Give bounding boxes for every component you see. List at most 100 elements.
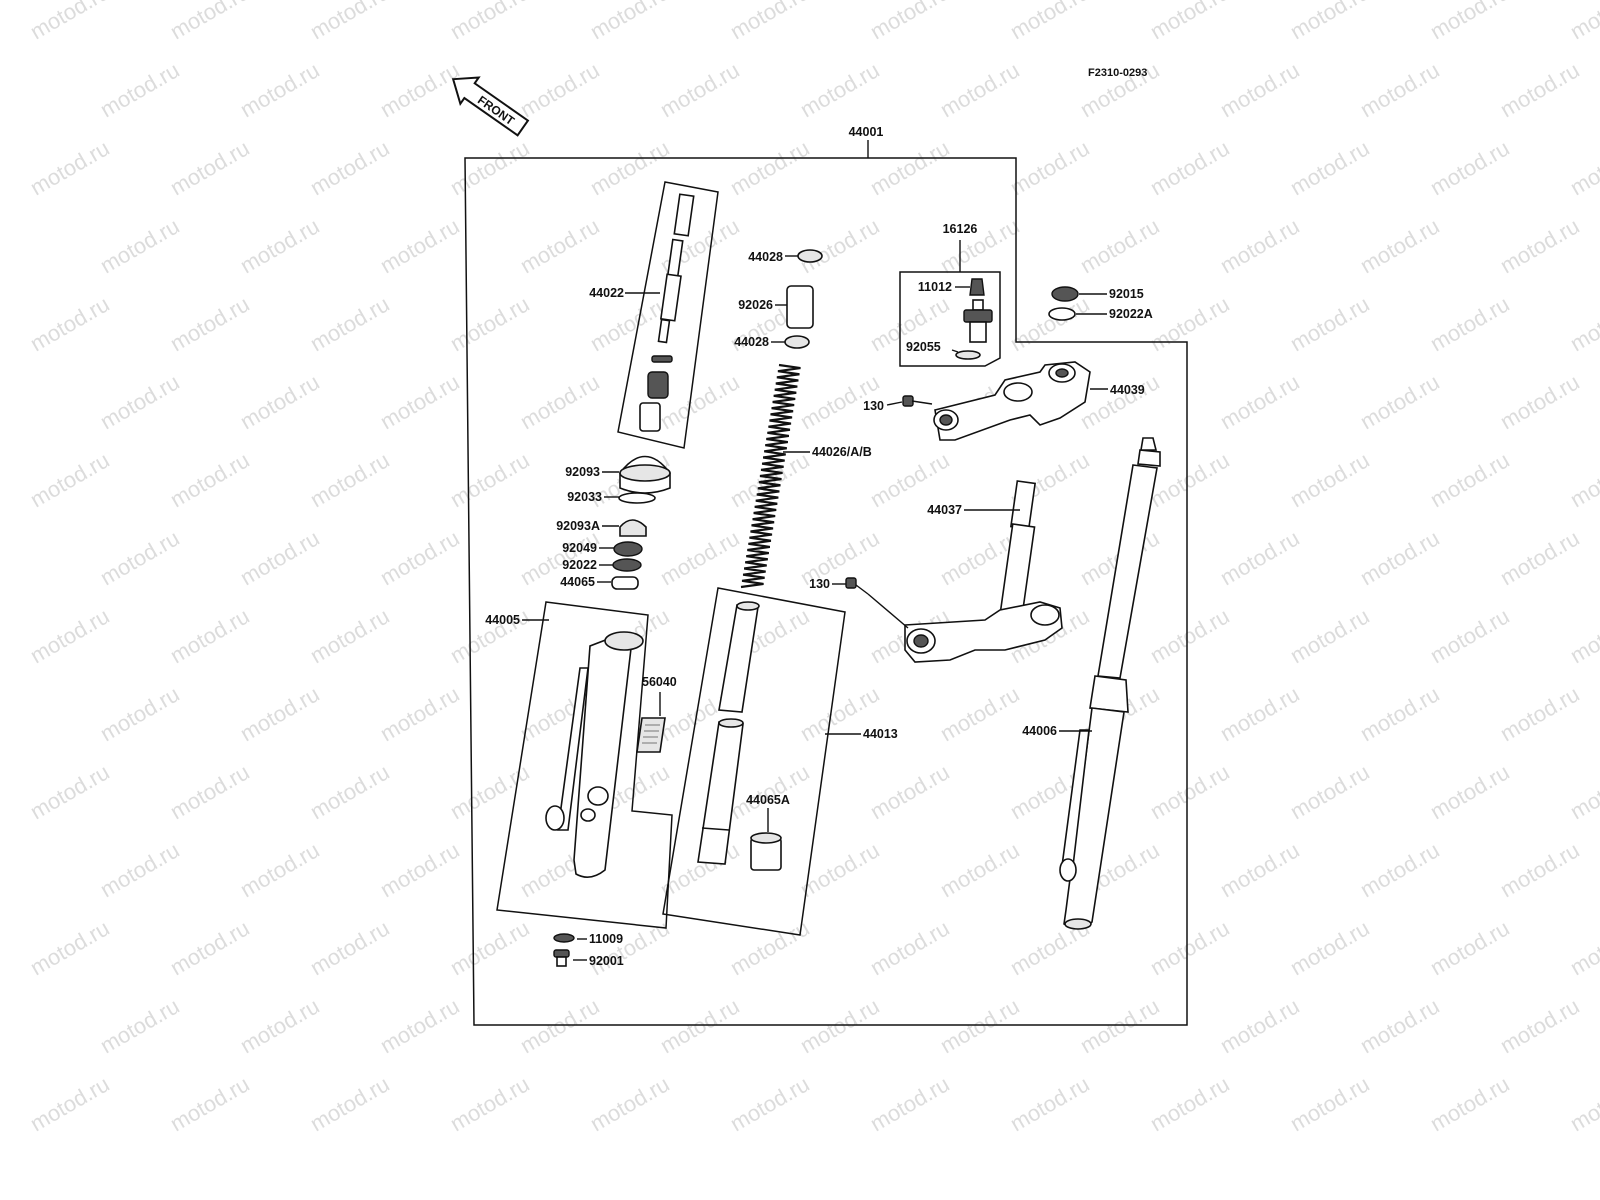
watermark-text: motod.ru [376,525,464,590]
watermark-text: motod.ru [306,447,394,512]
watermark-text: motod.ru [1356,993,1444,1058]
seal-92049 [613,541,643,557]
part-label-92093: 92093 [565,465,600,479]
part-label-44039: 44039 [1110,383,1145,397]
circlip-92033 [618,492,656,504]
watermark-text: motod.ru [26,603,114,668]
watermark-text: motod.ru [306,1071,394,1136]
part-label-44022: 44022 [589,286,624,300]
oil-seal-92093 [619,455,671,494]
watermark-text: motod.ru [1426,915,1514,980]
watermark-text: motod.ru [1146,759,1234,824]
part-label-44001: 44001 [849,125,884,139]
watermark-text: motod.ru [166,759,254,824]
watermark-text: motod.ru [936,57,1024,122]
watermark-text: motod.ru [1216,57,1304,122]
watermark-text: motod.ru [1356,213,1444,278]
watermark-text: motod.ru [1356,681,1444,746]
nut-92015 [1051,286,1079,302]
watermark-text: motod.ru [1216,681,1304,746]
watermark-text: motod.ru [96,993,184,1058]
part-label-56040: 56040 [642,675,677,689]
watermark-text: motod.ru [586,0,674,44]
watermark-text: motod.ru [306,603,394,668]
watermark-text: motod.ru [1496,837,1584,902]
watermark-text: motod.ru [1006,1071,1094,1136]
watermark-text: motod.ru [866,915,954,980]
watermark-text: motod.ru [1426,0,1514,44]
watermark-text: motod.ru [726,1071,814,1136]
watermark-text: motod.ru [1496,681,1584,746]
part-label-44065A: 44065A [746,793,790,807]
watermark-text: motod.ru [166,291,254,356]
washer-92022 [612,558,642,572]
part-label-44013: 44013 [863,727,898,741]
watermark-text: motod.ru [1496,993,1584,1058]
watermark-text: motod.ru [1286,915,1374,980]
watermark-text: motod.ru [166,447,254,512]
watermark-text: motod.ru [376,837,464,902]
watermark-text: motod.ru [1146,0,1234,44]
bolt-130-top [902,395,933,407]
watermark-text: motod.ru [446,135,534,200]
watermark-text: motod.ru [656,369,744,434]
watermark-text: motod.ru [376,57,464,122]
watermark-text: motod.ru [866,759,954,824]
watermark-text: motod.ru [236,213,324,278]
watermark-text: motod.ru [96,213,184,278]
watermark-text: motod.ru [306,759,394,824]
o-ring-92055 [955,350,981,360]
part-label-11009: 11009 [589,932,623,946]
watermark-text: motod.ru [726,0,814,44]
watermark-text: motod.ru [26,291,114,356]
watermark-text: motod.ru [726,135,814,200]
part-label-130-bottom: 130 [809,577,830,591]
watermark-text: motod.ru [236,57,324,122]
watermark-text: motod.ru [1216,213,1304,278]
bolt-92001 [553,949,570,967]
watermark-text: motod.ru [96,525,184,590]
part-label-11012: 11012 [918,280,952,294]
outer-tube-44005 [545,631,644,878]
valve-cap-11012 [969,278,985,296]
part-label-44028-bottom: 44028 [734,335,769,349]
watermark-text: motod.ru [1356,369,1444,434]
bushing-44065A [750,832,782,871]
watermark-text: motod.ru [96,837,184,902]
watermark-text: motod.ru [586,135,674,200]
watermark-text: motod.ru [1566,0,1600,44]
watermark-text: motod.ru [96,369,184,434]
part-label-92022A: 92022A [1109,307,1153,321]
part-label-92049: 92049 [562,541,597,555]
watermark-text: motod.ru [516,213,604,278]
watermark-text: motod.ru [796,57,884,122]
part-label-92033: 92033 [567,490,602,504]
part-label-92001: 92001 [589,954,624,968]
watermark-text: motod.ru [96,57,184,122]
watermark-text: motod.ru [1286,603,1374,668]
watermark-text: motod.ru [166,1071,254,1136]
watermark-text: motod.ru [446,0,534,44]
outer-tube-box [496,601,673,929]
watermark-text: motod.ru [1216,993,1304,1058]
watermark-text: motod.ru [446,1071,534,1136]
watermark-text: motod.ru [446,915,534,980]
part-label-44065: 44065 [560,575,595,589]
washer-92022A [1048,307,1076,321]
watermark-text: motod.ru [1076,993,1164,1058]
watermark-text: motod.ru [26,135,114,200]
part-label-130-top: 130 [863,399,884,413]
watermark-text: motod.ru [866,0,954,44]
bushing-44065 [611,576,639,590]
watermark-text: motod.ru [586,1071,674,1136]
part-label-44006: 44006 [1022,724,1057,738]
watermark-text: motod.ru [376,681,464,746]
watermark-text: motod.ru [166,135,254,200]
watermark-text: motod.ru [166,915,254,980]
watermark-text: motod.ru [236,837,324,902]
watermark-text: motod.ru [306,291,394,356]
watermark-text: motod.ru [1426,447,1514,512]
watermark-text: motod.ru [1566,759,1600,824]
watermark-text: motod.ru [1006,135,1094,200]
